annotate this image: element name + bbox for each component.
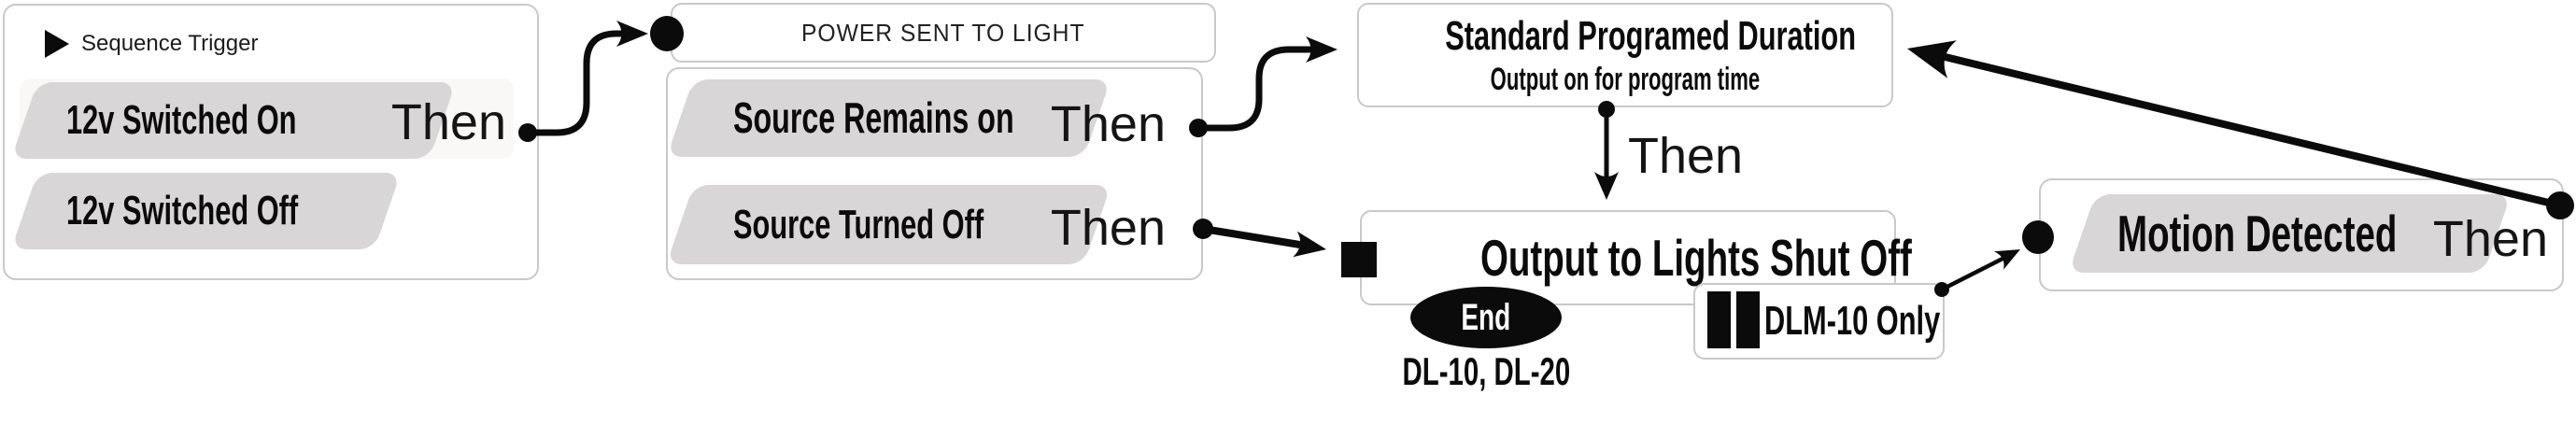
pause-icon (1707, 291, 1731, 348)
connector-off-to-shutoff (1199, 225, 1309, 249)
arrowhead-icon (616, 21, 648, 47)
arrowhead-icon (1306, 36, 1338, 63)
motion-detected-label: Motion Detected (2117, 205, 2398, 262)
power-header-title: POWER SENT TO LIGHT (801, 19, 1085, 47)
arrowhead-icon (1993, 249, 2020, 270)
end-badge-label: End (1461, 297, 1511, 338)
then-label-motion: Then (2432, 211, 2548, 267)
output-shutoff-title: Output to Lights Shut Off (1479, 229, 1912, 287)
play-icon (45, 30, 69, 58)
dlm10-badge (1693, 283, 1945, 360)
output-models-label: DL-10, DL-20 (1402, 349, 1570, 393)
arrowhead-icon (1594, 172, 1619, 200)
connector-dlm-to-motion (1939, 255, 2007, 292)
then-label-source-remains: Then (1050, 96, 1166, 152)
standard-duration-box (1357, 3, 1893, 107)
standard-duration-title: Standard Programed Duration (1445, 13, 1857, 59)
standard-duration-subtitle: Output on for program time (1490, 62, 1761, 97)
then-label-source-off: Then (1050, 200, 1166, 256)
connector-12von-to-power (524, 30, 631, 136)
trigger-12v-off-label: 12v Switched Off (66, 188, 299, 233)
then-label-duration: Then (1628, 128, 1744, 184)
trigger-12v-on-label: 12v Switched On (66, 97, 297, 143)
dlm10-badge-label: DLM-10 Only (1764, 298, 1941, 344)
then-label-12v-on: Then (390, 94, 506, 150)
source-turned-off-label: Source Turned Off (733, 202, 984, 247)
arrowhead-icon (1907, 40, 1957, 78)
sequence-trigger-title: Sequence Trigger (81, 31, 259, 56)
power-header-box (671, 3, 1216, 63)
connector-remains-to-duration (1195, 46, 1321, 132)
stop-icon (1341, 242, 1377, 277)
source-remains-on-label: Source Remains on (733, 93, 1014, 142)
end-badge: End (1410, 287, 1562, 348)
pause-icon (1736, 291, 1760, 348)
arrowhead-icon (1293, 231, 1326, 258)
